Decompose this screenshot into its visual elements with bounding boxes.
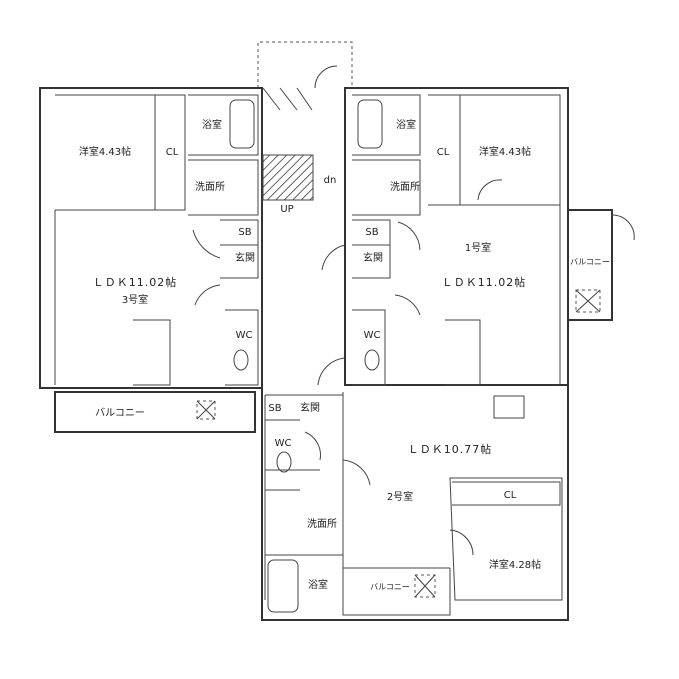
unit3-balcony: [54, 391, 256, 433]
unit1-balcony: [568, 209, 613, 321]
unit3-western-room-label: 洋室4.43帖: [79, 145, 131, 158]
unit3-closet-label: CL: [166, 147, 179, 158]
unit3-sb-label: SB: [238, 227, 251, 238]
unit2-ldk-label: ＬＤＫ10.77帖: [408, 443, 493, 456]
unit3-washroom-label: 洗面所: [195, 181, 225, 193]
unit1-toilet-label: WC: [364, 330, 381, 341]
stairs-icon: [262, 154, 314, 201]
unit3-bath-label: 浴室: [202, 118, 222, 131]
unit1-sb-label: SB: [365, 227, 378, 238]
unit1-entrance-label: 玄関: [363, 251, 383, 264]
unit3-entrance-label: 玄関: [235, 251, 255, 264]
unit1-balcony-label: バルコニー: [570, 258, 610, 267]
unit2-balcony-label: バルコニー: [370, 583, 410, 592]
unit2-sb-label: SB: [268, 403, 281, 414]
unit3-balcony-label: バルコニー: [95, 407, 145, 419]
unit2-closet-label: CL: [504, 490, 517, 501]
unit3-hatch-icon: [196, 400, 216, 420]
unit2-toilet-label: WC: [275, 438, 292, 449]
unit1-bath-label: 浴室: [396, 118, 416, 131]
unit1-washroom-label: 洗面所: [390, 181, 420, 193]
unit2-entrance-label: 玄関: [300, 401, 320, 414]
unit1-western-room-label: 洋室4.43帖: [479, 145, 531, 158]
stairs-up-label: UP: [280, 204, 293, 215]
unit3-outline: [39, 87, 263, 389]
unit1-ldk-label: ＬＤＫ11.02帖: [442, 276, 527, 289]
unit3-room-label: 3号室: [122, 293, 148, 306]
outdoor-corridor: [257, 41, 353, 88]
unit2-room-label: 2号室: [387, 490, 413, 503]
unit3-ldk-label: ＬＤＫ11.02帖: [93, 276, 178, 289]
unit1-room-label: 1号室: [465, 241, 491, 254]
unit2-washroom-label: 洗面所: [307, 518, 337, 530]
unit2-bath-label: 浴室: [308, 578, 328, 591]
unit3-toilet-label: WC: [236, 330, 253, 341]
unit2-western-room-label: 洋室4.28帖: [489, 558, 541, 571]
unit2-outline: [261, 385, 569, 621]
stairs-down-label: dn: [324, 175, 337, 186]
unit1-closet-label: CL: [437, 147, 450, 158]
